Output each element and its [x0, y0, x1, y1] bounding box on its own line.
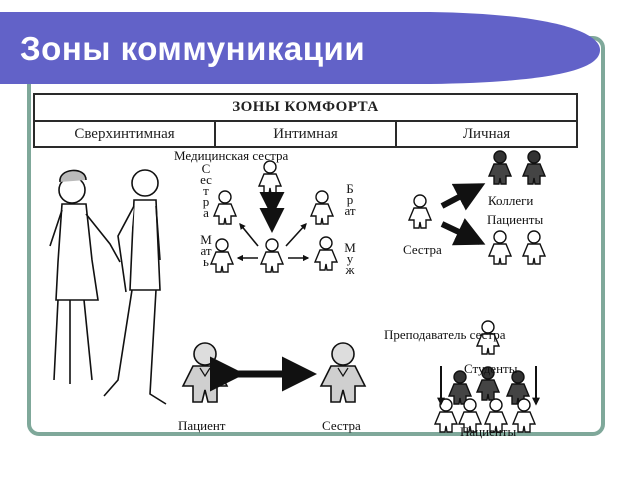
label-nurse-personal: Сестра — [403, 242, 442, 257]
label-patients-personal: Пациенты — [487, 212, 544, 227]
personal-zone-diagram — [408, 150, 546, 265]
zone-intimate: Интимная — [214, 120, 397, 148]
patient-nurse-pair — [182, 342, 366, 403]
table-header: ЗОНЫ КОМФОРТА — [33, 93, 578, 122]
label-brother-vertical: Брат — [344, 181, 356, 218]
label-nurse-bottom: Сестра — [322, 418, 361, 433]
label-teacher-nurse: Преподаватель сестра — [384, 327, 506, 342]
label-students: Студенты — [464, 361, 518, 376]
patient-figure-center — [260, 238, 284, 273]
label-patient-bottom: Пациент — [178, 418, 226, 433]
personal-nurse-figure — [408, 194, 432, 229]
mother-figure — [210, 238, 234, 273]
intimate-zone-diagram — [210, 160, 338, 273]
teacher-students-patients — [434, 320, 540, 433]
label-mother-vertical: Мать — [200, 232, 212, 269]
zone-superintimate: Сверхинтимная — [33, 120, 216, 148]
patient-figure-2 — [522, 230, 546, 265]
patient-figure-1 — [488, 230, 512, 265]
colleague-figure-2 — [522, 150, 546, 185]
sister-figure — [213, 190, 237, 225]
title-band: Зоны коммуникации — [0, 8, 600, 86]
nurse-figure-top — [258, 160, 282, 195]
brother-figure — [310, 190, 334, 225]
big-patient-figure — [182, 342, 228, 403]
colleague-figure-1 — [488, 150, 512, 185]
title-banner-shape — [0, 12, 600, 84]
label-colleagues: Коллеги — [488, 193, 534, 208]
big-nurse-figure — [320, 342, 366, 403]
label-sister-vertical: Сестра — [200, 161, 212, 220]
label-patients-bottom: Пациенты — [460, 424, 517, 439]
label-medical-nurse: Медицинская сестра — [174, 148, 289, 163]
comfort-zones-table: ЗОНЫ КОМФОРТА Сверхинтимная Интимная Лич… — [33, 93, 578, 148]
nurse-patient-illustration — [49, 169, 167, 405]
zone-personal: Личная — [395, 120, 578, 148]
slide-title: Зоны коммуникации — [20, 30, 366, 67]
label-husband-vertical: Муж — [344, 240, 356, 277]
husband-figure — [314, 236, 338, 271]
